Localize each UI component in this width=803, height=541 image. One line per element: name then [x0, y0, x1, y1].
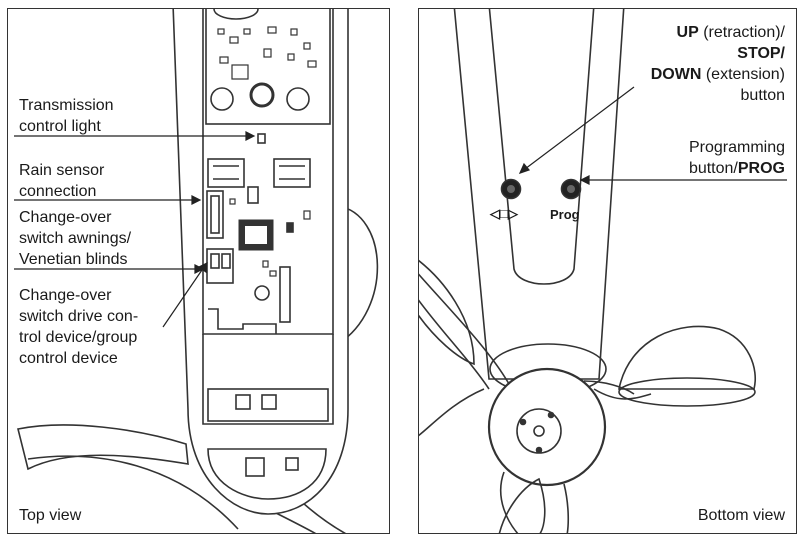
bottom-pad-2 — [285, 457, 299, 471]
housing-outline — [453, 9, 625, 380]
bottom-pad-1 — [245, 457, 265, 477]
label-line: Change-over — [19, 209, 112, 226]
anemometer-cup-right — [337, 205, 379, 345]
label-transmission-light: Transmission control light — [19, 95, 114, 137]
round-element-1 — [210, 87, 234, 111]
label-line: Programming — [688, 139, 785, 156]
hub — [487, 367, 607, 487]
connector-left — [207, 158, 245, 188]
label-line: connection — [19, 183, 97, 200]
label-changeover-drive: Change-over switch drive con- trol devic… — [19, 285, 138, 369]
square-pad-1 — [235, 394, 251, 410]
anemometer-cup-lower — [498, 477, 546, 533]
label-line: control light — [19, 118, 101, 135]
prog-symbol-label: Prog — [550, 207, 580, 222]
label-line: Rain sensor — [19, 162, 105, 179]
label-line: control device — [19, 350, 118, 367]
anemometer-cup-right — [618, 325, 756, 390]
caption-bottom-view: Bottom view — [697, 507, 785, 524]
label-line: UP (retraction)/ — [651, 22, 785, 43]
housing-outline — [172, 9, 349, 515]
round-element-2 — [249, 82, 275, 108]
label-line: button/PROG — [689, 158, 785, 179]
long-connector — [279, 266, 291, 323]
top-view-panel: Transmission control light Rain sensor c… — [7, 8, 390, 534]
label-line: switch awnings/ — [19, 230, 132, 247]
rain-sensor-connector — [206, 190, 224, 239]
board-slot — [207, 388, 329, 422]
bottom-view-panel: ◁□▷ Prog UP (retraction)/ STOP/ DOWN (ex… — [418, 8, 797, 534]
label-bold: PROG — [737, 160, 785, 177]
label-bold: UP — [676, 24, 699, 41]
leader-changeover-drive — [162, 266, 205, 328]
leader-updown — [524, 86, 635, 170]
label-line: Venetian blinds — [19, 251, 128, 268]
transmission-led — [257, 133, 266, 144]
updown-symbol-label: ◁□▷ — [490, 206, 518, 221]
square-pad-2 — [261, 394, 277, 410]
label-line: DOWN (extension) — [651, 64, 785, 85]
anemometer-arm-lower-left — [17, 424, 189, 471]
label-line: Change-over — [19, 287, 112, 304]
label-updown-button: UP (retraction)/ STOP/ DOWN (extension) … — [651, 22, 785, 106]
small-round-part — [254, 285, 270, 301]
label-text: (retraction)/ — [698, 24, 785, 41]
pcb-top — [205, 9, 331, 125]
label-prog-button: Programming button/PROG — [689, 137, 785, 179]
round-element-3 — [286, 87, 310, 111]
label-text: (extension) — [701, 66, 785, 83]
bottom-view-drawing — [419, 9, 787, 533]
label-line: switch drive con- — [19, 308, 139, 325]
anemometer-cup-left — [419, 259, 475, 366]
top-circle — [213, 9, 259, 20]
label-line: button — [740, 87, 785, 104]
label-text: button/ — [688, 160, 738, 177]
cup-rim — [618, 377, 756, 407]
label-line: trol device/group — [19, 329, 138, 346]
label-changeover-awnings: Change-over switch awnings/ Venetian bli… — [19, 207, 131, 270]
label-bold: DOWN — [650, 66, 702, 83]
caption-top-view: Top view — [19, 507, 82, 524]
top-view-drawing — [14, 9, 379, 533]
connector-right — [273, 158, 311, 188]
anemometer-arm-lower — [27, 455, 239, 530]
label-line: STOP/ — [737, 45, 785, 62]
label-line: Transmission — [19, 97, 114, 114]
label-rain-sensor: Rain sensor connection — [19, 160, 104, 202]
